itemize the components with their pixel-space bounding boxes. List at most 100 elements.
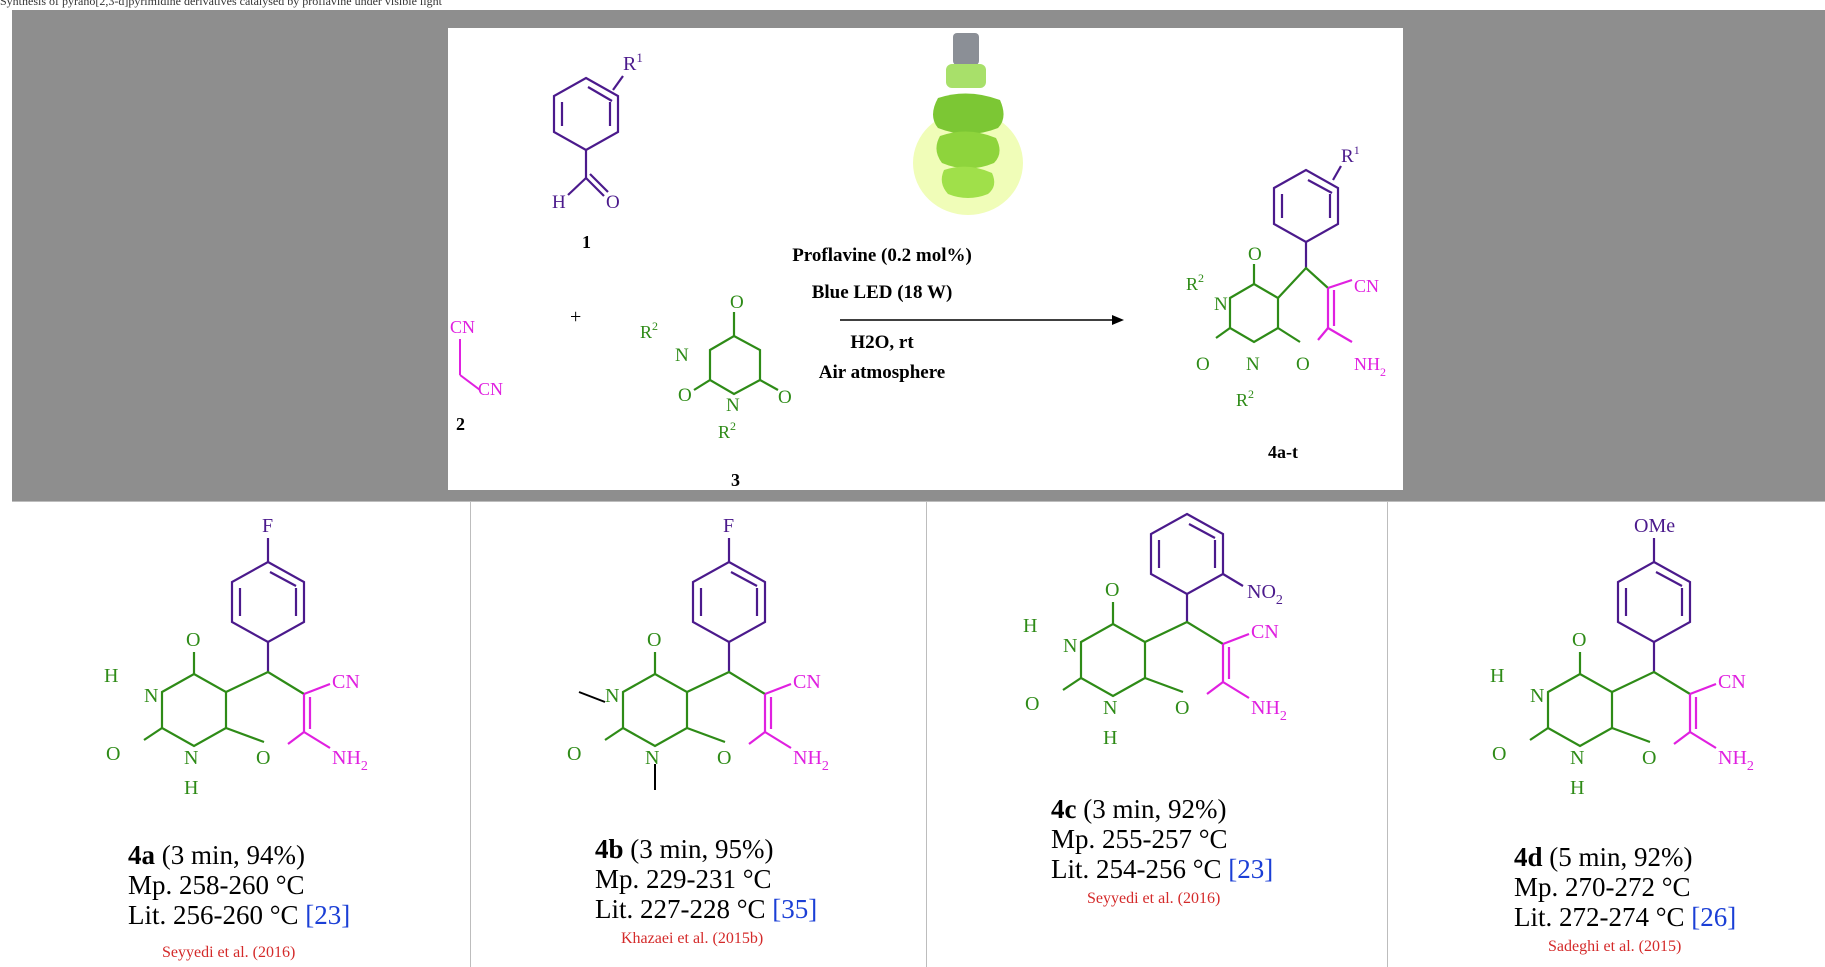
o-product-ring: O [1296,354,1310,375]
caption-4c: 4c (3 min, 92%) Mp. 255-257 °C Lit. 254-… [1051,794,1274,884]
svg-text:H: H [1490,665,1504,687]
condition-light: Blue LED (18 W) [812,282,953,303]
sub-4a: F [262,515,273,537]
top-strip: Synthesis of pyrano[2,3-d]pyrimidine der… [0,0,1825,10]
svg-text:O: O [717,747,731,769]
structure-4d: OMe O H N O N H O [1490,515,1754,799]
structure-4c: NO2 O H N O N H O CN NH2 [1023,512,1287,749]
r2-3a: R2 [640,319,658,342]
h-label: H [552,192,566,213]
aldehyde-structure [552,75,624,197]
svg-text:N: N [605,685,619,707]
svg-text:N: N [1103,697,1117,719]
svg-text:O: O [1105,579,1119,601]
o-product-left: O [1196,354,1210,375]
svg-text:CN: CN [1251,621,1279,643]
scheme-drawing: R1 H O 1 CN CN 2 + O N R2 O N R2 O 3 [450,33,1386,490]
product-aryl [1272,165,1342,268]
svg-text:N: N [144,685,158,707]
top-text: Synthesis of pyrano[2,3-d]pyrimidine der… [0,0,442,8]
r1-label-1: R1 [623,50,643,75]
arrow-head [1112,315,1124,325]
barbituric-structure [693,312,779,396]
svg-text:O: O [106,743,120,765]
cite-4c[interactable]: Seyyedi et al. (2016) [1087,890,1221,907]
product-core [1215,264,1329,344]
compound-grid: F O H N O N H O [12,501,1825,967]
n-product-bottom: N [1246,354,1260,375]
reagent-2-number: 2 [456,414,465,434]
structure-4a: F O H N O N H O [104,515,368,799]
compound-cell-4c: NO2 O H N O N H O CN NH2 4c (3 min, 92% [926,502,1388,967]
svg-text:N: N [645,747,659,769]
svg-text:H: H [1570,777,1584,799]
o-product-top: O [1248,244,1262,265]
svg-text:N: N [184,747,198,769]
svg-text:O: O [1025,693,1039,715]
svg-text:F: F [723,515,734,537]
o-left-3: O [678,385,692,406]
cn-product: CN [1354,276,1379,296]
svg-text:NH2: NH2 [332,747,368,774]
nh2-product: NH2 [1354,354,1386,379]
svg-text:N: N [1570,747,1584,769]
n-3b: N [726,395,740,416]
svg-text:NH2: NH2 [1251,697,1287,724]
product-enamine [1317,278,1353,343]
reaction-scheme: R1 H O 1 CN CN 2 + O N R2 O N R2 O 3 [448,28,1403,490]
reagent-1-number: 1 [582,232,591,252]
condition-catalyst: Proflavine (0.2 mol%) [792,245,972,266]
svg-text:H: H [184,777,198,799]
r2-product-top: R2 [1186,271,1204,294]
structure-4b: F O N O N O CN [567,515,829,790]
r2-3b: R2 [718,419,736,442]
cite-4d[interactable]: Sadeghi et al. (2015) [1548,938,1682,955]
svg-text:O: O [567,743,581,765]
svg-text:O: O [1175,697,1189,719]
svg-text:N: N [1063,635,1077,657]
svg-text:CN: CN [793,671,821,693]
ref-link-4c[interactable]: [23] [1228,854,1274,884]
r2-product-bottom: R2 [1236,387,1254,410]
svg-text:CN: CN [332,671,360,693]
product-number: 4a-t [1268,442,1298,462]
caption-4d: 4d (5 min, 92%) Mp. 270-272 °C Lit. 272-… [1514,842,1737,932]
condition-atmosphere: Air atmosphere [819,362,945,383]
n-product-top: N [1214,294,1228,315]
caption-4a: 4a (3 min, 94%) Mp. 258-260 °C Lit. 256-… [128,840,351,930]
svg-text:O: O [186,629,200,651]
ref-link-4d[interactable]: [26] [1691,902,1737,932]
plus-sign: + [570,306,581,328]
compound-cell-4d: OMe O H N O N H O [1387,502,1825,967]
svg-text:H: H [1103,727,1117,749]
svg-text:NH2: NH2 [793,747,829,774]
o-label: O [606,192,620,213]
malononitrile-structure [459,339,481,391]
svg-text:N: N [1530,685,1544,707]
compound-cell-4b: F O N O N O CN [470,502,927,967]
svg-text:NO2: NO2 [1247,581,1283,608]
lamp-icon [913,33,1023,215]
cn-label-b: CN [478,379,503,399]
svg-text:O: O [647,629,661,651]
svg-text:H: H [104,665,118,687]
reagent-3-number: 3 [731,470,740,490]
o-right-3: O [778,387,792,408]
svg-text:CN: CN [1718,671,1746,693]
r1-product: R1 [1341,143,1360,167]
o-top-3: O [730,292,744,313]
ref-link-4a[interactable]: [23] [305,900,351,930]
svg-text:OMe: OMe [1634,515,1675,537]
svg-text:H: H [1023,615,1037,637]
cn-label-a: CN [450,317,475,337]
ref-link-4b[interactable]: [35] [772,894,818,924]
condition-solvent: H2O, rt [850,332,914,353]
cite-4a[interactable]: Seyyedi et al. (2016) [162,944,296,961]
cite-4b[interactable]: Khazaei et al. (2015b) [621,930,764,947]
n-3a: N [675,345,689,366]
compound-cell-4a: F O H N O N H O [12,502,470,967]
svg-text:O: O [1492,743,1506,765]
svg-text:NH2: NH2 [1718,747,1754,774]
svg-text:O: O [1572,629,1586,651]
svg-text:O: O [1642,747,1656,769]
